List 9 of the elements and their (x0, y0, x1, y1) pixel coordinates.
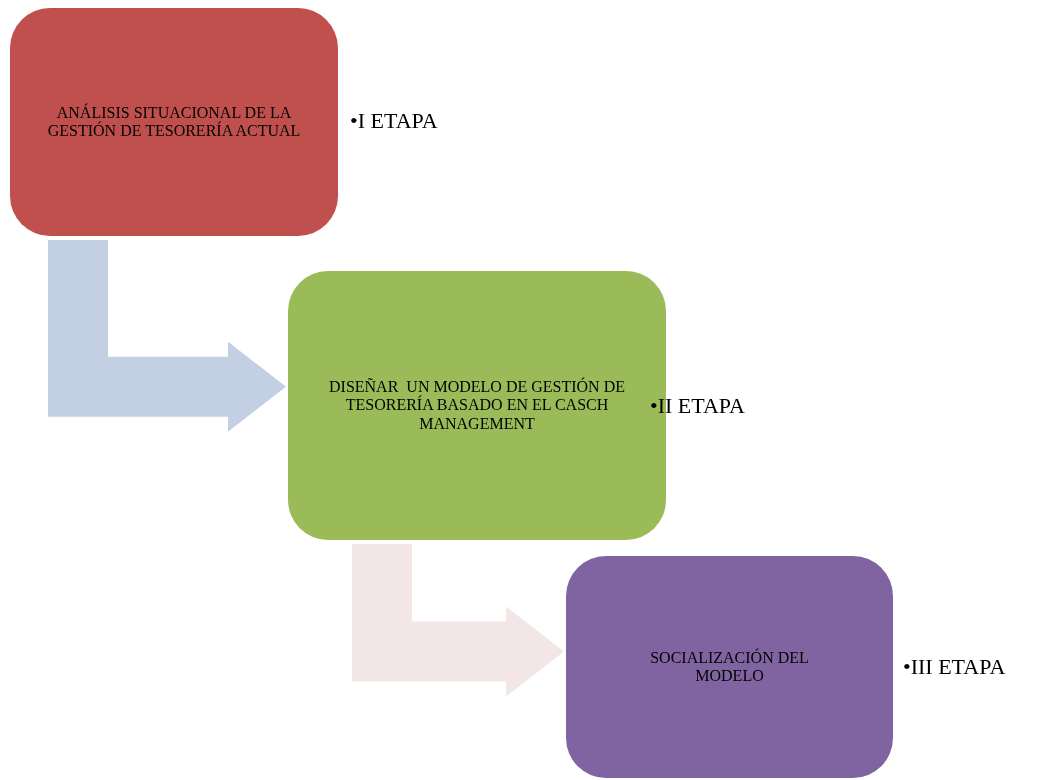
bent-arrow (352, 544, 564, 697)
stage-label: •III ETAPA (903, 654, 1006, 680)
stage-label: •I ETAPA (350, 108, 438, 134)
process-box (566, 556, 893, 778)
bent-arrow (48, 240, 286, 432)
box-text: DISEÑAR UN MODELO DE GESTIÓN DE TESORERÍA BASADO EN EL CASCH MANAGEMENT (328, 377, 626, 434)
box-text: ANÁLISIS SITUACIONAL DE LA GESTIÓN DE TESORERÍA ACTUAL (46, 103, 302, 141)
process-box (10, 8, 338, 236)
box-text: SOCIALIZACIÓN DEL MODELO (649, 648, 810, 686)
